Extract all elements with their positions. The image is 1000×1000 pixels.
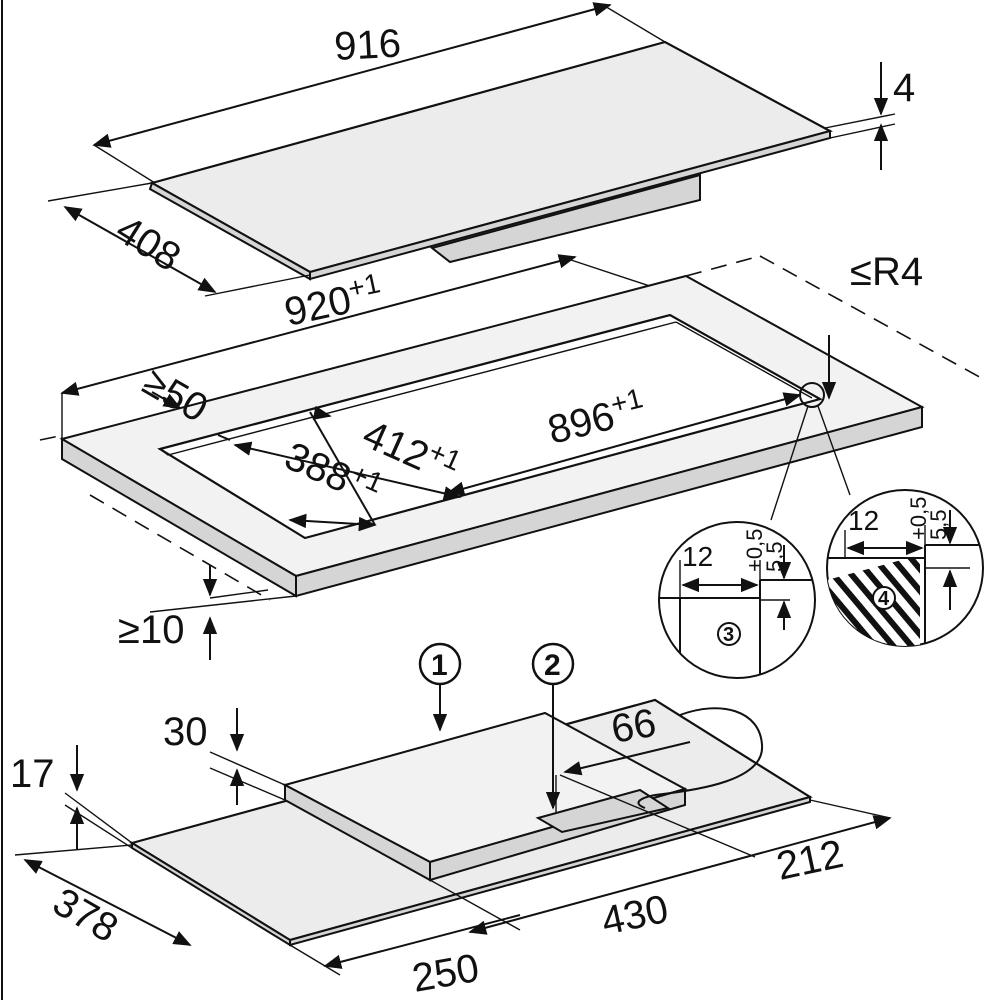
detail-4-tol: +0,5 xyxy=(906,497,931,540)
callout-2-label: 2 xyxy=(544,649,561,682)
underside-dim-250: 250 xyxy=(409,946,482,1000)
underside-dimension-lines xyxy=(14,642,892,976)
underside-dim-30: 30 xyxy=(163,710,208,754)
corner-radius-label: ≤R4 xyxy=(850,250,923,294)
cutout-dimension-lines xyxy=(60,254,851,660)
hob-top-view xyxy=(148,40,833,281)
detail-3 xyxy=(658,521,816,679)
underside-dim-430: 430 xyxy=(598,887,672,944)
hob-width-label: 916 xyxy=(333,22,402,69)
worktop-thickness-label: ≥10 xyxy=(118,608,184,652)
detail-3-depth: 5,5 xyxy=(762,541,787,572)
underside-dim-212: 212 xyxy=(773,832,847,889)
underside-dim-378: 378 xyxy=(46,880,126,951)
mains-cable xyxy=(654,707,764,796)
underside-dim-17: 17 xyxy=(10,752,55,796)
callout-1-label: 1 xyxy=(431,649,448,682)
detail-4-depth: 5,5 xyxy=(926,509,951,540)
underside-dim-66: 66 xyxy=(608,701,659,752)
hob-dimension-lines xyxy=(47,2,896,297)
detail-3-width: 12 xyxy=(682,541,713,572)
detail-4-label: 4 xyxy=(878,588,890,610)
hob-thickness-label: 4 xyxy=(893,66,915,110)
detail-3-tol: +0,5 xyxy=(742,529,767,572)
worktop-dashed-extension xyxy=(39,255,986,601)
detail-4-width: 12 xyxy=(848,505,879,536)
detail-3-label: 3 xyxy=(723,624,734,646)
hob-underside xyxy=(129,698,813,947)
